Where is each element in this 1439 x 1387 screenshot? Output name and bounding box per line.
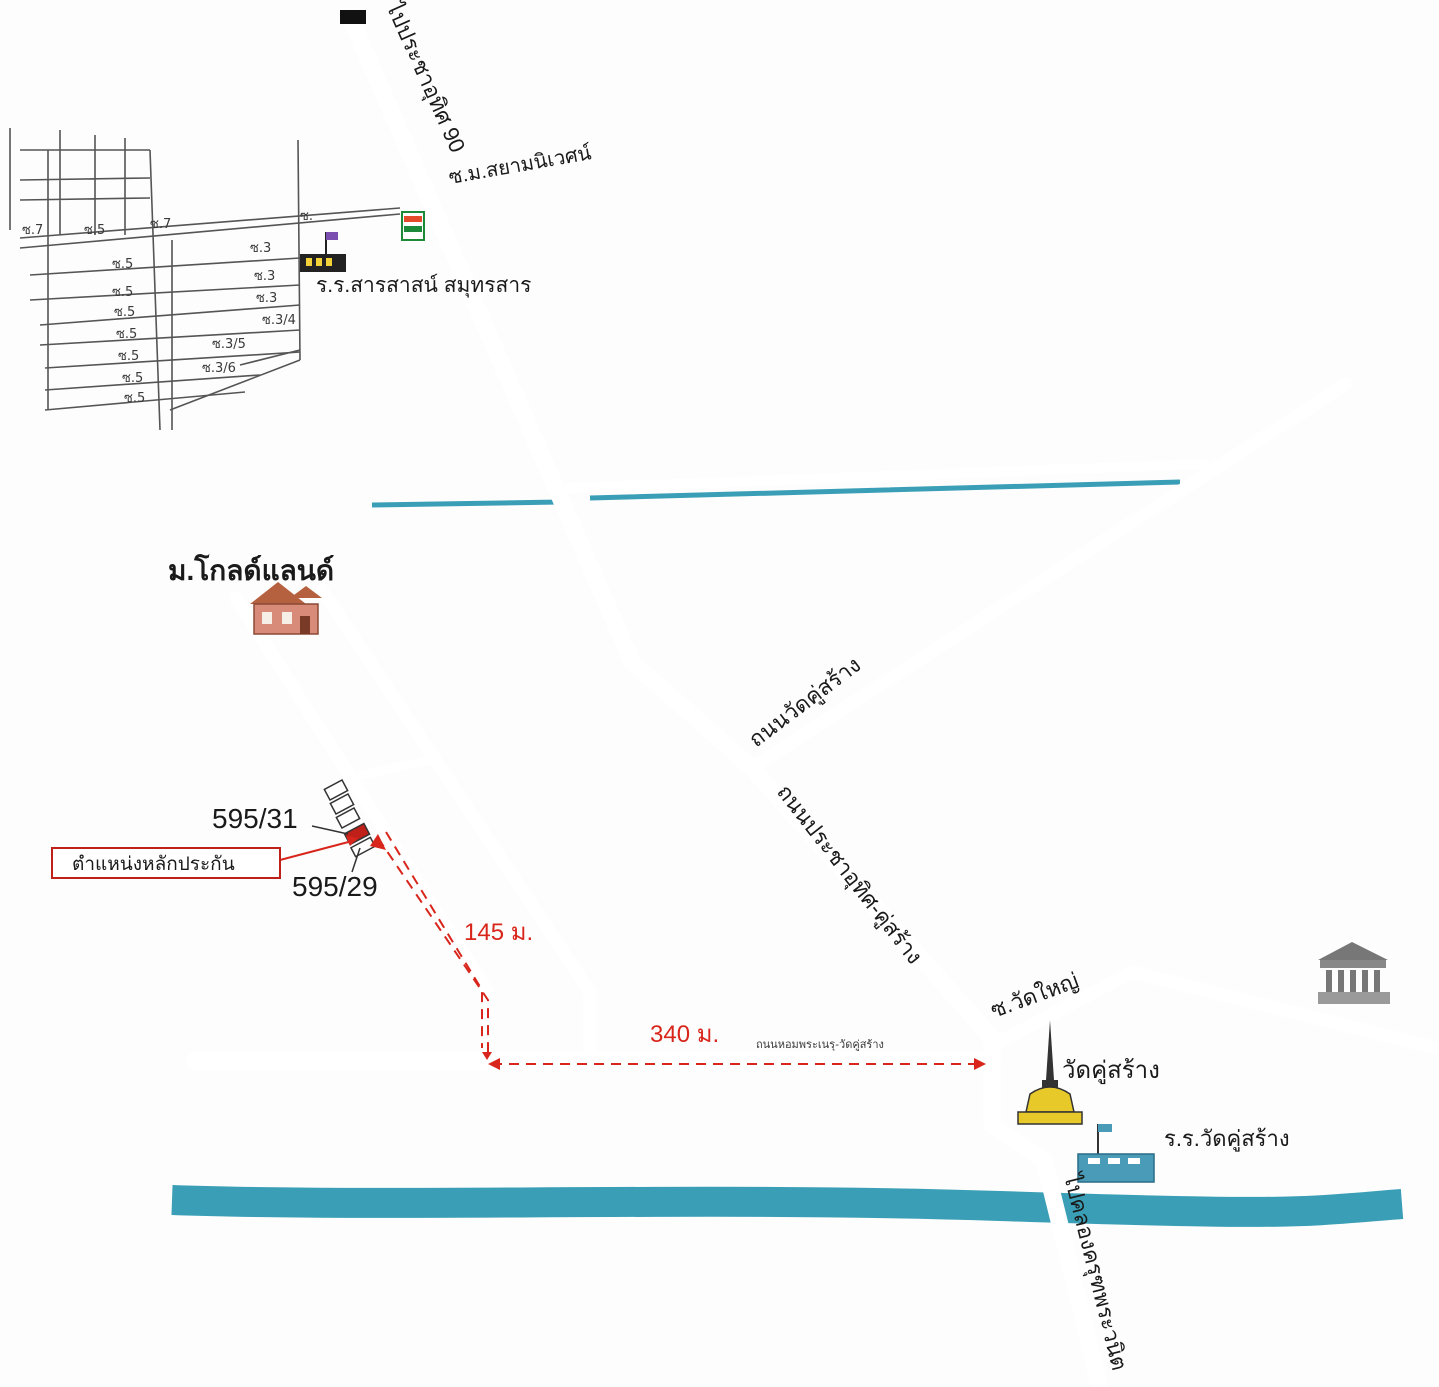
road-pracha-label: ถนนประชาอุทิศ-คู่สร้าง [771,780,927,970]
soi-siam-label: ซ.ม.สยามนิเวศน์ [447,141,593,189]
house-icon [250,582,322,635]
soi-label: ซ.7 [150,217,171,232]
village-label: ม.โกลด์แลนด์ [168,553,334,586]
temple-label: วัดคู่สร้าง [1062,1057,1160,1085]
dimension-lines [279,825,986,1070]
soi-label: ซ.5 [84,223,105,238]
distance-340-label: 340 ม. [650,1021,719,1048]
soi-label: ซ.3/6 [202,361,236,376]
temple-school-label: ร.ร.วัดคู่สร้าง [1164,1126,1290,1152]
road-small-label: ถนนหอมพระเนรุ-วัดคู่สร้าง [756,1038,884,1051]
soi-label: ซ.5 [118,349,139,364]
soi-grid [9,128,401,431]
soi-label: ซ.3 [256,291,277,306]
government-building-icon [1318,942,1390,1004]
soi-label: ซ.3/5 [212,337,246,352]
school-flag-icon [1077,1124,1155,1183]
soi-label: ซ.7 [22,223,43,238]
main-road-network [186,13,1439,1387]
lot-label-29: 595/29 [292,871,378,902]
soi-label: ซ.3/4 [262,313,296,328]
collateral-label: ตำแหน่งหลักประกัน [72,854,235,875]
soi-labels: ซ.5 ซ.5 ซ.5 ซ.5 ซ.5 ซ.5 ซ.5 ซ.3 ซ.3 ซ.3 … [22,209,313,406]
soi-label: ซ.3 [250,241,271,256]
canal-south [171,1185,1404,1227]
temple-stupa-icon [1017,1020,1083,1125]
soi-label: ซ. [300,209,313,224]
distance-145-label: 145 ม. [464,919,533,946]
soi-label: ซ.5 [124,391,145,406]
road-end-marker [340,10,366,24]
soi-label: ซ.3 [254,269,275,284]
collateral-box [51,847,281,879]
soi-label: ซ.5 [112,285,133,300]
lot-label-31: 595/31 [212,803,298,834]
soi-watyai-label: ซ.วัดใหญ่ [987,968,1082,1023]
soi-label: ซ.5 [116,327,137,342]
school-top-label: ร.ร.สารสาสน์ สมุทรสาร [316,273,531,298]
canal-north [371,479,1181,508]
soi-label: ซ.5 [114,305,135,320]
school-top-icon [300,232,346,272]
soi-label: ซ.5 [122,371,143,386]
soi-label: ซ.5 [112,257,133,272]
store-icon [401,211,425,241]
